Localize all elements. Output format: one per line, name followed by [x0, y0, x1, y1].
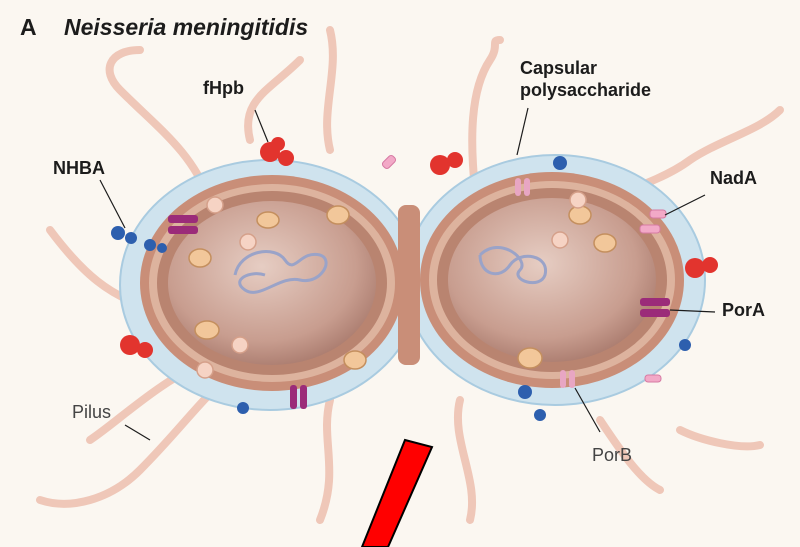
fhpb-leader	[255, 110, 268, 142]
pilus-label: Pilus	[72, 402, 111, 423]
pilus-filament	[320, 400, 330, 520]
figure-title: Neisseria meningitidis	[64, 14, 308, 41]
pilus-filament	[327, 30, 333, 150]
polysaccharide-label: polysaccharide	[520, 80, 651, 101]
porb-label: PorB	[592, 445, 632, 466]
pora-label: PorA	[722, 300, 765, 321]
nhba-label: NHBA	[53, 158, 105, 179]
pilus-filament	[248, 60, 300, 140]
panel-letter: A	[20, 14, 37, 41]
pointer-bar	[362, 440, 432, 547]
cell-envelope-right	[420, 172, 684, 388]
pilus-filament	[458, 400, 472, 520]
nhba-leader	[100, 180, 125, 228]
septum	[398, 205, 420, 365]
nada-label: NadA	[710, 168, 757, 189]
capsule-leader	[517, 108, 528, 155]
pilus-filament	[680, 430, 760, 446]
fhpb-label: fHpb	[203, 78, 244, 99]
capsular-label: Capsular	[520, 58, 597, 79]
pilus-leader	[125, 425, 150, 440]
